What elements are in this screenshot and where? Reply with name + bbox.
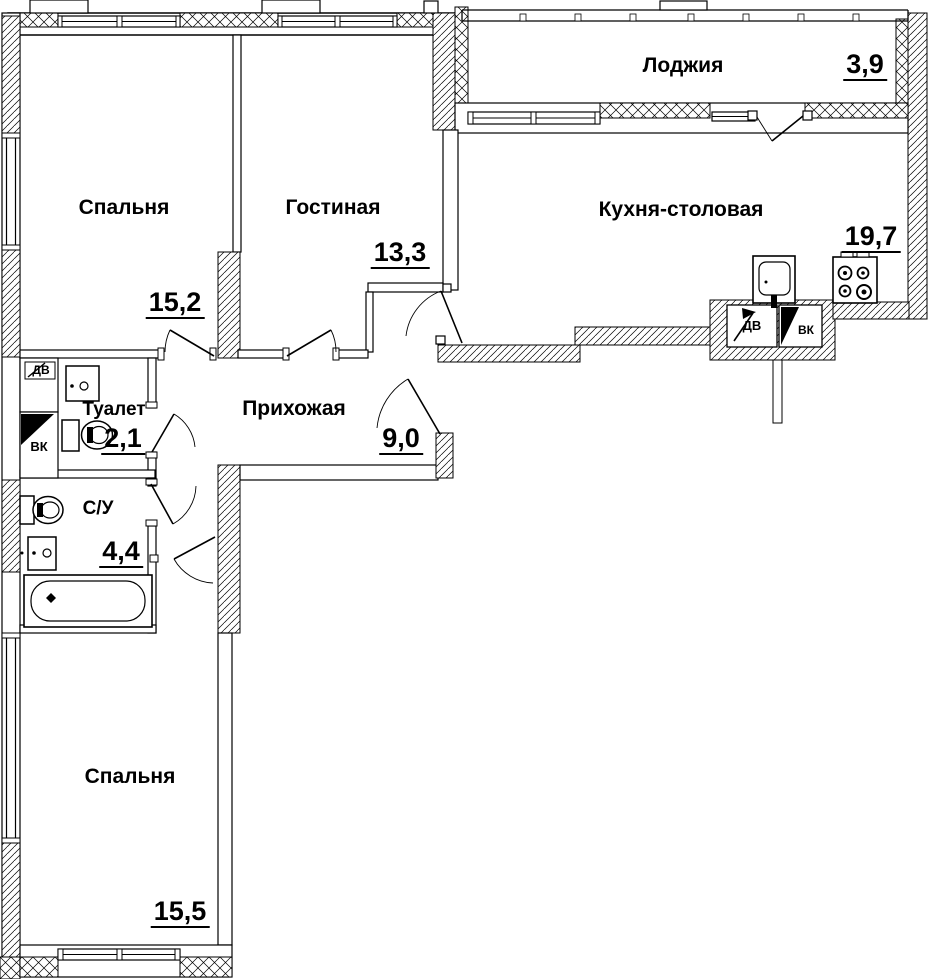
room-label-bedroom-top: Спальня	[78, 196, 170, 219]
dv-flag-icon	[733, 312, 754, 342]
door-swing-arc	[756, 116, 773, 142]
water-heater-icon	[65, 365, 100, 402]
room-area-living: 13,3	[370, 238, 430, 270]
room-label-kitchen: Кухня-столовая	[598, 198, 764, 221]
room-label-bathroom: С/У	[82, 498, 114, 519]
room-area-kitchen: 19,7	[841, 222, 901, 254]
door-leaf	[440, 290, 463, 344]
vent-flag-icons	[733, 307, 799, 345]
door-swing-arc	[173, 558, 214, 584]
balcony-door	[756, 115, 804, 142]
wall-stub	[423, 0, 439, 14]
room-area-hall: 9,0	[379, 424, 423, 456]
bottom-wall	[19, 944, 233, 978]
door-swing-arc	[405, 290, 442, 337]
dv-flag-icon	[27, 362, 46, 378]
door-leaf	[407, 378, 441, 435]
room-label-living: Гостиная	[285, 196, 381, 219]
kitchen-bottom-wall	[437, 299, 910, 424]
windows-left	[1, 132, 21, 844]
room-area-bathroom: 4,4	[99, 537, 143, 569]
bathtub-icon	[23, 574, 153, 628]
door-leaf	[151, 413, 175, 453]
kitchen-top-wall	[454, 102, 909, 134]
door-leaf	[150, 483, 174, 525]
stove-icon	[832, 251, 878, 304]
sink-icon	[752, 255, 796, 308]
wall-stub	[659, 0, 708, 11]
room-label-toilet: Туалет	[82, 399, 146, 420]
windows-top	[57, 15, 398, 28]
room-label-bedroom-bottom: Спальня	[84, 765, 176, 788]
vent-label-dv-kitchen: ДВ	[742, 318, 762, 333]
door-leaf	[286, 329, 332, 357]
room-area-loggia: 3,9	[843, 50, 887, 82]
dv-flag-icon	[742, 308, 756, 319]
door-swing-arc	[172, 485, 197, 525]
door-swing-arc	[376, 378, 409, 429]
wall-stub	[772, 359, 783, 424]
washbasin-icon	[20, 536, 57, 571]
door-leaf	[169, 329, 215, 357]
toilet-icon	[19, 495, 64, 525]
toilet-vent-shafts	[19, 357, 59, 479]
toilet-icon	[61, 419, 114, 452]
door-swing-arc	[164, 329, 171, 353]
door-swing-arc	[173, 413, 196, 448]
vent-label-vk-kitchen: ВК	[798, 323, 814, 337]
wall-stub	[261, 0, 321, 14]
room-area-toilet: 2,1	[101, 424, 145, 456]
room-area-bedroom-top: 15,2	[145, 288, 205, 320]
vent-label-vk-toilet: ВК	[30, 439, 48, 454]
room-label-hall: Прихожая	[242, 397, 346, 420]
wall-stub	[29, 0, 89, 14]
door-leaf	[771, 115, 804, 142]
door-swing-arc	[330, 329, 337, 353]
vk-flag-icon	[781, 307, 799, 345]
vk-flag-icon	[21, 414, 54, 445]
drain-icon	[46, 593, 56, 603]
room-area-bedroom-bottom: 15,5	[150, 897, 210, 929]
room-label-loggia: Лоджия	[642, 54, 724, 77]
doors	[150, 290, 463, 584]
balcony-railing	[461, 0, 909, 22]
interior-walls	[19, 34, 459, 946]
vent-label-dv-toilet: ДВ	[32, 363, 50, 377]
door-leaf	[173, 536, 216, 560]
